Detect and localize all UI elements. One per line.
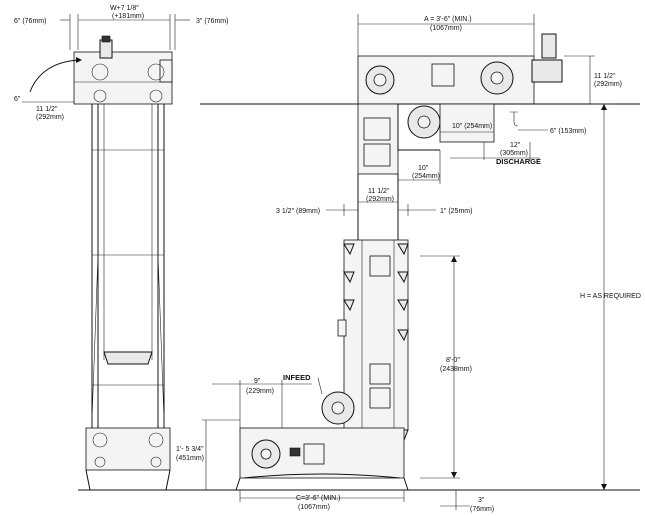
right-elevation-view	[235, 33, 563, 491]
width-dim-line2: (+181mm)	[112, 13, 144, 20]
dim-3-half: 3 1/2" (89mm)	[276, 208, 320, 215]
dim-1-5-line2: (451mm)	[176, 455, 204, 462]
dim-8-line1: 8'-0"	[446, 357, 460, 364]
dim-10-b-line1: 10"	[418, 165, 429, 172]
left-elevation-view	[29, 35, 173, 491]
top-right-dim-line2: (292mm)	[594, 81, 622, 88]
left-margin-dim: 6" (76mm)	[14, 18, 46, 25]
dim-12-line1: 12"	[510, 142, 521, 149]
bottom-left-dim-line2: (292mm)	[36, 114, 64, 121]
dim-3-bottom-line2: (76mm)	[470, 506, 494, 513]
a-dim-line2: (1067mm)	[430, 25, 462, 32]
discharge-label: DISCHARGE	[496, 157, 541, 166]
dim-12-line2: (305mm)	[500, 150, 528, 157]
top-right-dim-line1: 11 1/2"	[594, 73, 616, 80]
dim-3-bottom-line1: 3"	[478, 497, 485, 504]
dim-1-5-line1: 1'- 5 3/4"	[176, 446, 204, 453]
dim-9-line2: (229mm)	[246, 388, 274, 395]
infeed-label: INFEED	[283, 373, 311, 382]
a-dim-line1: A = 3'-6" (MIN.)	[424, 16, 472, 23]
dim-9-line1: 9"	[254, 378, 261, 385]
dim-6: 6" (153mm)	[550, 128, 586, 135]
right-margin-dim: 3" (76mm)	[196, 18, 228, 25]
width-dim-line1: W+7 1/8"	[110, 5, 139, 12]
c-dim-line2: (1067mm)	[298, 504, 330, 511]
dim-11-mid-line2: (292mm)	[366, 196, 394, 203]
dim-10-b-line2: (254mm)	[412, 173, 440, 180]
dim-11-mid-line1: 11 1/2"	[368, 188, 390, 195]
side-arrow-dim: 6"	[14, 96, 21, 103]
dim-10-a: 10" (254mm)	[452, 123, 492, 130]
bottom-left-dim-line1: 11 1/2"	[36, 106, 58, 113]
h-label: H = AS REQUIRED	[580, 293, 641, 300]
dim-1: 1" (25mm)	[440, 208, 472, 215]
c-dim-line1: C=3'-6" (MIN.)	[296, 495, 340, 502]
dim-8-line2: (2438mm)	[440, 366, 472, 373]
